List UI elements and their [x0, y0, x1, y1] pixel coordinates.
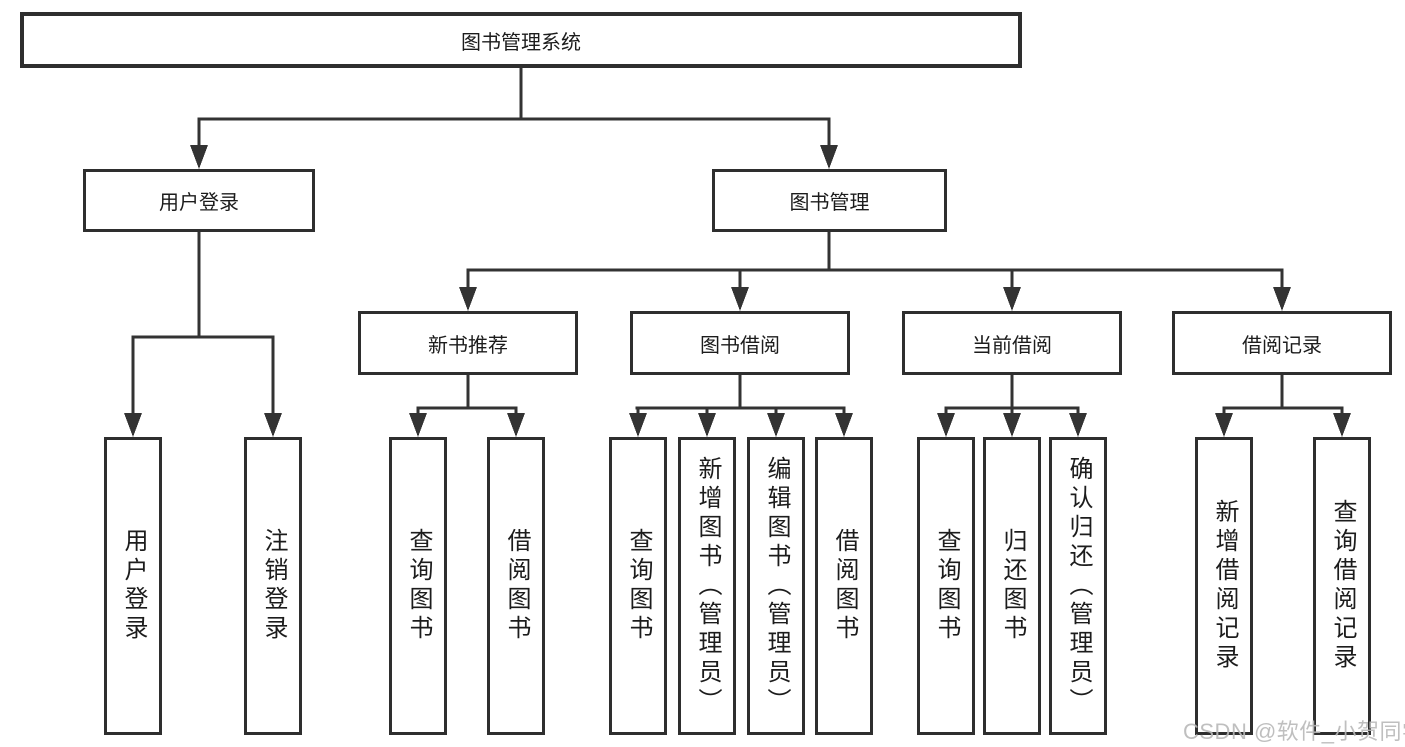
leaf-label: 查询图书 [625, 528, 652, 644]
node-leaf-logout: 注销登录 [244, 437, 302, 735]
node-book-borrowing: 图书借阅 [630, 311, 850, 375]
leaf-label: 新增借阅记录 [1211, 499, 1238, 673]
leaf-label: 借阅图书 [831, 528, 858, 644]
node-leaf-user-login: 用户登录 [104, 437, 162, 735]
leaf-label: 归还图书 [999, 528, 1026, 644]
node-borrowing-records: 借阅记录 [1172, 311, 1392, 375]
node-current-borrowing: 当前借阅 [902, 311, 1122, 375]
node-leaf-records-add-record: 新增借阅记录 [1195, 437, 1253, 735]
leaf-label: 查询图书 [933, 528, 960, 644]
node-book-management-module: 图书管理 [712, 169, 947, 232]
node-library-management-system: 图书管理系统 [20, 12, 1022, 68]
node-leaf-current-confirm-return-admin: 确认归还（管理员） [1049, 437, 1107, 735]
node-leaf-current-return-books: 归还图书 [983, 437, 1041, 735]
node-leaf-borrow-borrow-books: 借阅图书 [815, 437, 873, 735]
leaf-label: 查询图书 [405, 528, 432, 644]
node-user-login-module: 用户登录 [83, 169, 315, 232]
node-leaf-borrow-add-books-admin: 新增图书（管理员） [678, 437, 736, 735]
node-leaf-recommend-query-books: 查询图书 [389, 437, 447, 735]
leaf-label: 新增图书（管理员） [694, 455, 721, 717]
csdn-watermark: CSDN @软件_小贺同学 [1183, 719, 1405, 744]
node-leaf-borrow-edit-books-admin: 编辑图书（管理员） [747, 437, 805, 735]
node-leaf-borrow-query-books: 查询图书 [609, 437, 667, 735]
node-leaf-current-query-books: 查询图书 [917, 437, 975, 735]
node-leaf-recommend-borrow-books: 借阅图书 [487, 437, 545, 735]
leaf-label: 借阅图书 [503, 528, 530, 644]
leaf-label: 查询借阅记录 [1329, 499, 1356, 673]
leaf-label: 编辑图书（管理员） [763, 455, 790, 717]
leaf-label: 确认归还（管理员） [1065, 455, 1092, 717]
leaf-label: 注销登录 [260, 528, 287, 644]
node-new-book-recommend: 新书推荐 [358, 311, 578, 375]
node-leaf-records-query-record: 查询借阅记录 [1313, 437, 1371, 735]
leaf-label: 用户登录 [120, 528, 147, 644]
